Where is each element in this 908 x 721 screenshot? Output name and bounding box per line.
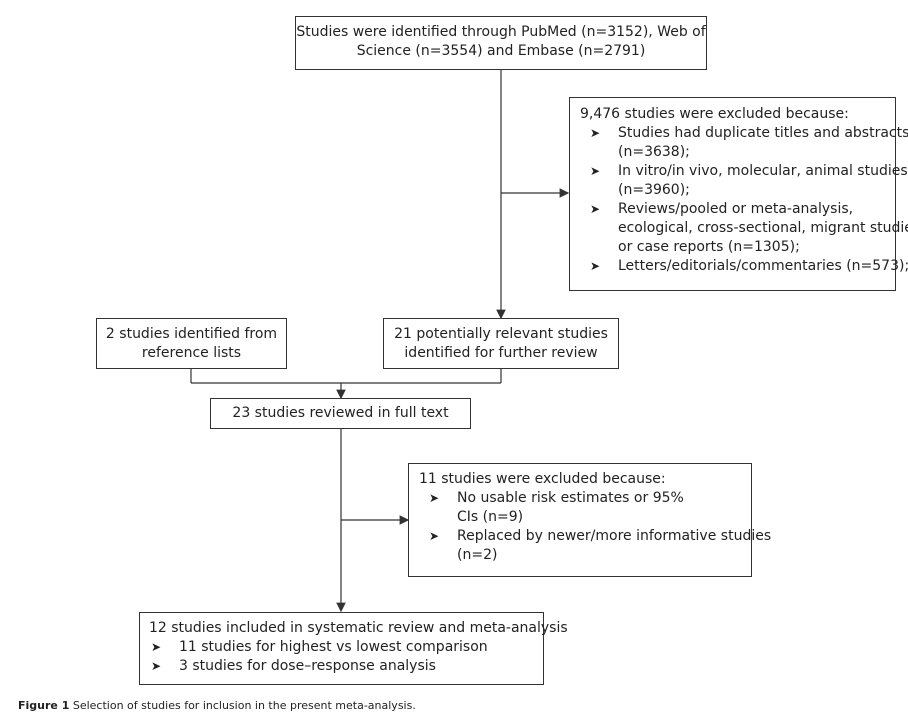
identified-box: Studies were identified through PubMed (…	[295, 16, 707, 70]
excluded1-bullet: ➤ Studies had duplicate titles and abstr…	[590, 125, 908, 160]
relevant-studies-box: 21 potentially relevant studies identifi…	[383, 318, 619, 369]
arrow-bullet-icon: ➤	[151, 640, 162, 654]
excluded1-bullet: ➤ In vitro/in vivo, molecular, animal st…	[590, 163, 908, 198]
figure-label: Figure 1	[18, 699, 70, 712]
fulltext-line-1: 23 studies reviewed in full text	[232, 405, 449, 421]
figure-caption-text: Selection of studies for inclusion in th…	[72, 699, 416, 712]
arrow-bullet-icon: ➤	[590, 164, 601, 178]
included-header: 12 studies included in systematic review…	[149, 620, 568, 636]
excluded1-bullet: ➤ Letters/editorials/commentaries (n=573…	[590, 258, 908, 274]
included-bullet: ➤ 11 studies for highest vs lowest compa…	[151, 639, 488, 655]
included-box: 12 studies included in systematic review…	[139, 612, 568, 685]
excluded-box-1: 9,476 studies were excluded because: ➤ S…	[569, 97, 908, 291]
reference-lists-box: 2 studies identified from reference list…	[96, 318, 287, 369]
reference-line-1: 2 studies identified from	[105, 326, 278, 342]
excluded1-bullet: ➤ Reviews/pooled or meta-analysis, ecolo…	[590, 201, 908, 255]
arrow-bullet-icon: ➤	[590, 202, 601, 216]
relevant-line-2: identified for further review	[404, 345, 598, 361]
identified-line-1: Studies were identified through PubMed (…	[296, 24, 706, 40]
arrow-bullet-icon: ➤	[151, 659, 162, 673]
excluded2-bullet: ➤ No usable risk estimates or 95% CIs (n…	[429, 490, 684, 525]
included-bullet: ➤ 3 studies for dose–response analysis	[151, 658, 436, 674]
figure-caption: Figure 1 Selection of studies for inclus…	[18, 699, 416, 712]
arrow-bullet-icon: ➤	[429, 529, 440, 543]
excluded1-header: 9,476 studies were excluded because:	[580, 106, 849, 122]
relevant-line-1: 21 potentially relevant studies	[394, 326, 608, 342]
excluded2-header: 11 studies were excluded because:	[419, 471, 666, 487]
excluded2-bullet: ➤ Replaced by newer/more informative stu…	[429, 528, 772, 563]
arrow-bullet-icon: ➤	[590, 126, 601, 140]
arrow-bullet-icon: ➤	[590, 259, 601, 273]
reference-line-2: reference lists	[141, 345, 242, 361]
arrow-bullet-icon: ➤	[429, 491, 440, 505]
excluded-box-2: 11 studies were excluded because: ➤ No u…	[408, 463, 772, 577]
identified-line-2: Science (n=3554) and Embase (n=2791)	[356, 43, 646, 59]
full-text-box: 23 studies reviewed in full text	[210, 398, 471, 429]
